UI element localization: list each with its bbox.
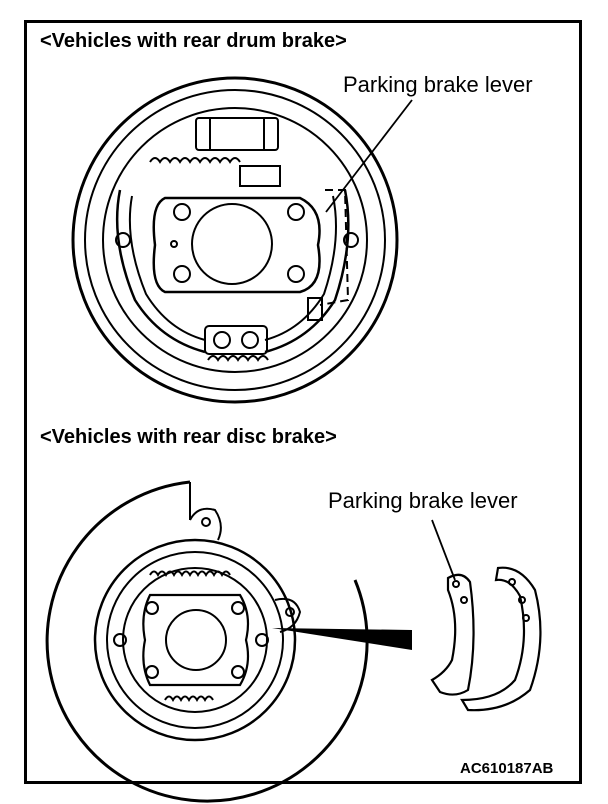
disc-brake-callout: Parking brake lever — [328, 488, 518, 513]
pointer-wedge — [272, 628, 412, 650]
disc-brake-title: <Vehicles with rear disc brake> — [40, 426, 337, 448]
figure-code: AC610187AB — [460, 760, 554, 777]
disc-brake-assembly — [45, 480, 542, 803]
drum-brake-title: <Vehicles with rear drum brake> — [40, 30, 347, 52]
drum-brake-assembly — [71, 76, 413, 404]
figure-frame — [24, 20, 582, 784]
drum-brake-callout: Parking brake lever — [343, 72, 533, 97]
